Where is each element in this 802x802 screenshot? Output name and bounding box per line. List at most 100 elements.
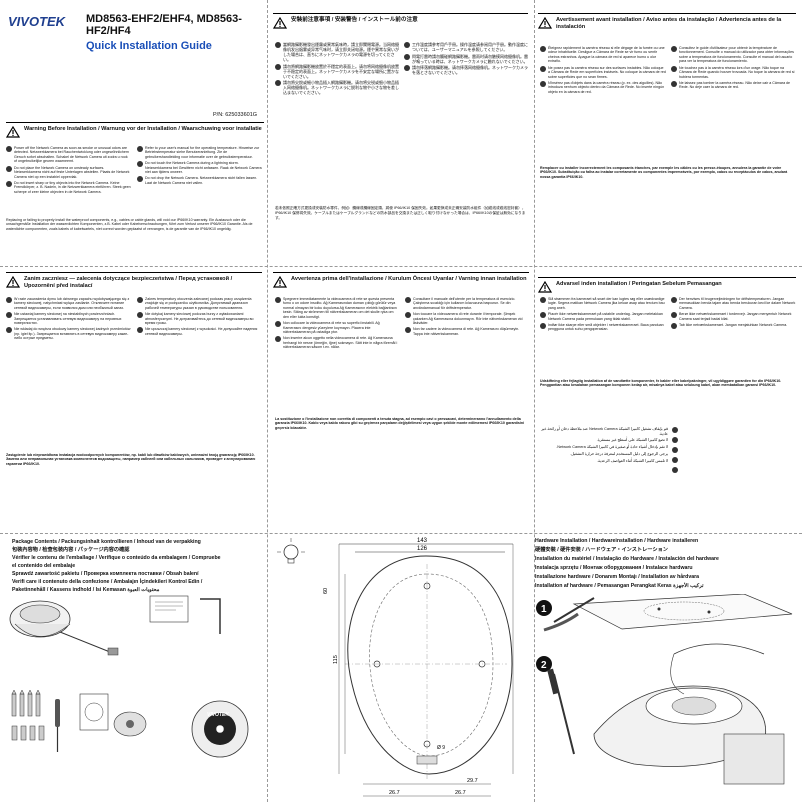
vivotek-logo: VIVOTEK bbox=[8, 14, 78, 29]
round-bullet-icon bbox=[540, 322, 546, 329]
round-bullet-icon bbox=[137, 327, 143, 334]
model-title: MD8563-EHF2/EHF4, MD8563-HF2/HF4 bbox=[86, 13, 242, 37]
list-item: Power off the Network Camera as soon as … bbox=[6, 146, 131, 164]
list-item: Ne posez pas la caméra réseau sur des su… bbox=[540, 66, 666, 79]
dim-label: 26.7 bbox=[389, 790, 400, 796]
dim-label: 143 bbox=[417, 538, 428, 544]
round-bullet-icon bbox=[6, 180, 12, 187]
round-bullet-icon bbox=[540, 65, 546, 72]
hardware-title-line: Installation du matériel / Instalação do… bbox=[535, 556, 719, 562]
round-bullet-icon bbox=[275, 336, 281, 343]
warning-title-fr: Avertissement avant installation / Aviso… bbox=[556, 17, 782, 30]
package-title-line: Sprawdź zawartość pakietu / Проверка ком… bbox=[12, 571, 199, 577]
warranty-note-da: Udskiftning eller fejlagtig installation… bbox=[540, 379, 782, 388]
fold-line-2 bbox=[0, 533, 802, 534]
logo-text: VIVOTEK bbox=[8, 14, 67, 29]
round-bullet-icon bbox=[405, 312, 411, 319]
part-number: P/N: 625033601G bbox=[213, 112, 258, 118]
list-item: W razie zauważenia dymu lub dziwnego zap… bbox=[6, 297, 131, 310]
dim-label: 115 bbox=[333, 655, 339, 664]
fr-panel: Avertissement avant installation / Aviso… bbox=[534, 0, 802, 265]
screwdriver-illustration bbox=[55, 699, 60, 752]
round-bullet-icon bbox=[404, 65, 410, 72]
list-item: لا تقم بإدخال أشياء حادة أو صغيرة في كام… bbox=[556, 445, 668, 450]
warning-header-fr: Avertissement avant installation / Aviso… bbox=[538, 13, 796, 31]
it-panel: Avvertenza prima dell'installazione / Ku… bbox=[267, 267, 534, 533]
list-item: Consultare il manuale dell'utente per la… bbox=[405, 297, 529, 310]
round-bullet-icon bbox=[404, 42, 410, 49]
list-item: Consultez le guide d'utilisateur pour ob… bbox=[671, 46, 797, 64]
step-number: 1 bbox=[541, 604, 547, 615]
list-item: Nie dotykaj kamery sieciowej podczas bur… bbox=[137, 312, 262, 325]
round-bullet-icon bbox=[275, 80, 281, 87]
warning-title-en: Warning Before Installation / Warnung vo… bbox=[24, 126, 262, 132]
warning-triangle-icon bbox=[538, 17, 552, 29]
list-item: Slå strømmen fra kameraet så snart der k… bbox=[540, 297, 666, 310]
step-1-badge: 1 bbox=[536, 600, 552, 616]
warning-triangle-icon bbox=[6, 126, 20, 138]
round-bullet-icon bbox=[137, 146, 143, 153]
warning-triangle-icon bbox=[538, 281, 552, 293]
rubber-plugs-illustration bbox=[113, 711, 147, 737]
round-bullet-icon bbox=[671, 80, 677, 87]
warning-header-cjk: 安裝前注意事項 / 安装警告 / インストール前の注意 bbox=[273, 13, 528, 29]
step-2-illustration bbox=[547, 643, 785, 785]
warning-list-da-right: Der henvises til brugervejledningen for … bbox=[671, 297, 797, 331]
pl-panel: Zanim zaczniesz — zalecenia dotyczące be… bbox=[0, 267, 267, 533]
l-wrench-illustration bbox=[200, 598, 221, 634]
warning-list-en-right: Refer to your user's manual for the oper… bbox=[137, 146, 263, 187]
hardware-steps-illustration: 1 2 bbox=[536, 594, 793, 785]
list-item: Tab ikke netværkskameraet. Jangan menjat… bbox=[671, 323, 797, 329]
warning-list-cjk-right: 工作溫度請參考用戶手冊。操作温度请参阅用户手册。動作温度については、ユーザーマニ… bbox=[404, 42, 528, 77]
list-item: يرجى الرجوع إلى دليل المستخدم لمعرفة درج… bbox=[570, 451, 668, 456]
dim-label: 126 bbox=[417, 546, 428, 552]
list-item: Nie ustawiaj kamery sieciowej na niestab… bbox=[6, 312, 131, 325]
da-panel: Advarsel inden installation / Peringatan… bbox=[534, 267, 802, 533]
round-bullet-icon bbox=[275, 63, 281, 70]
round-bullet-icon bbox=[404, 53, 410, 60]
list-item: Nie upuszczaj kamery sieciowej z wysokoś… bbox=[137, 327, 262, 336]
warning-title-da: Advarsel inden installation / Peringatan… bbox=[556, 281, 722, 287]
list-item: Do not place the Network Camera on unste… bbox=[6, 166, 131, 179]
list-item: 請勿將網路攝影機放置於不穩定的表面上。请勿将网络摄像机放置于不稳定的表面上。ネッ… bbox=[275, 64, 399, 79]
round-bullet-icon bbox=[6, 327, 12, 334]
round-bullet-icon bbox=[671, 322, 677, 329]
round-bullet-icon bbox=[671, 297, 677, 304]
warning-header-pl: Zanim zaczniesz — zalecenia dotyczące be… bbox=[6, 272, 262, 290]
list-item: لا تلمس كاميرا الشبكة أثناء العواصف الرع… bbox=[596, 458, 668, 463]
list-item: Nie wkładaj do wnętrza obudowy kamery si… bbox=[6, 327, 131, 340]
cjk-panel: 安裝前注意事項 / 安装警告 / インストール前の注意 當網路攝影機發出煙霧或異… bbox=[267, 0, 534, 265]
screws-anchors-illustration bbox=[11, 689, 45, 741]
package-panel: Package Contents / Packungsinhalt kontro… bbox=[0, 534, 267, 802]
fold-line-3 bbox=[267, 0, 268, 802]
list-item: Der henvises til brugervejledningen for … bbox=[671, 297, 797, 310]
logo-mark-icon: VIVOTEK bbox=[8, 14, 67, 29]
warranty-note-en: Replacing or failing to properly install… bbox=[6, 218, 253, 231]
round-bullet-icon bbox=[6, 146, 12, 153]
warning-title-pl: Zanim zaczniesz — zalecenia dotyczące be… bbox=[24, 276, 233, 289]
round-bullet-icon bbox=[6, 165, 12, 172]
list-item: Spegnere immediatamente la videocamera d… bbox=[275, 297, 399, 319]
package-title-line: Package Contents / Packungsinhalt kontro… bbox=[12, 539, 201, 545]
package-title-line: Verifi care il contenuto della confezion… bbox=[12, 579, 203, 585]
warning-header-en: Warning Before Installation / Warnung vo… bbox=[6, 122, 264, 138]
dim-label: 26.7 bbox=[455, 790, 466, 796]
hardware-title-line: 硬體安裝 / 硬件安装 / ハードウェア・インストレーション bbox=[535, 547, 668, 553]
warning-list-fr-left: Éteignez rapidement la caméra réseau si … bbox=[540, 46, 666, 96]
list-item: Non far cadere la videocamera di rete. A… bbox=[405, 327, 529, 336]
list-item: Non collocare la videocamera di rete su … bbox=[275, 321, 399, 334]
dim-label: Ø 9 bbox=[437, 745, 445, 751]
warning-list-ar: قم بإيقاف تشغيل كاميرا الشبكة Network Ca… bbox=[540, 427, 668, 465]
list-item: N'insérez pas d'objets dans la caméra ré… bbox=[540, 81, 666, 94]
warning-list-pl-right: Zakres temperatury otoczenia zalecanej p… bbox=[137, 297, 262, 338]
warning-header-it: Avvertenza prima dell'installazione / Ku… bbox=[273, 272, 529, 288]
camera-illustration bbox=[9, 600, 119, 656]
list-item: Ne laissez pas tomber la caméra réseau. … bbox=[671, 81, 797, 90]
warranty-note-fr: Remplacer ou installer incorrectement le… bbox=[540, 166, 788, 179]
list-item: لا تضع كاميرا الشبكة على أسطح غير مستقرة… bbox=[596, 438, 668, 443]
round-bullet-icon bbox=[671, 65, 677, 72]
dim-label: 29.7 bbox=[467, 778, 478, 784]
hardware-title-line: Hardware Installation / Hardwareinstalla… bbox=[535, 538, 699, 544]
round-bullet-icon bbox=[671, 312, 677, 319]
list-item: قم بإيقاف تشغيل كاميرا الشبكة Network Ca… bbox=[541, 427, 668, 436]
